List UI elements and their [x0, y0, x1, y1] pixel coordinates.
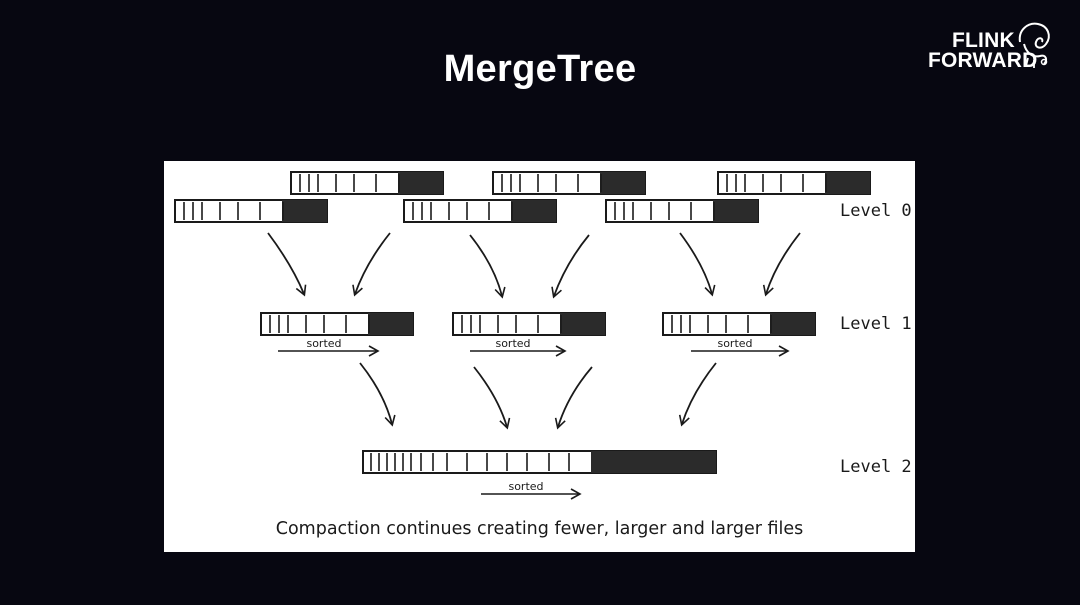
flow-arrow-3	[469, 234, 506, 299]
squirrel-icon	[1018, 22, 1050, 68]
flow-arrow-5	[679, 232, 716, 297]
diagram-canvas	[174, 171, 871, 500]
sorted-label-1: sorted	[306, 337, 342, 350]
level-0-file-1	[290, 171, 444, 195]
sorted-label-2: sorted	[495, 337, 531, 350]
flow-arrow-6	[762, 232, 801, 297]
flow-arrow-10	[678, 362, 717, 427]
level-0-file-6	[605, 199, 759, 223]
flow-arrow-2	[352, 232, 391, 297]
sorted-label-4: sorted	[508, 480, 544, 493]
flow-arrow-1	[267, 232, 307, 297]
level-0-label: Level 0	[840, 201, 912, 221]
logo-line-2: FORWARD	[928, 49, 1038, 72]
level-0-file-3	[717, 171, 871, 195]
logo-line-1: FLINK	[952, 29, 1015, 52]
level-1-file-1	[260, 312, 414, 336]
flow-arrow-8	[473, 366, 511, 430]
level-1-file-3	[662, 312, 816, 336]
level-0-file-4	[174, 199, 328, 223]
sorted-label-3: sorted	[717, 337, 753, 350]
diagram-caption: Compaction continues creating fewer, lar…	[275, 519, 804, 539]
level-1-label: Level 1	[840, 314, 912, 334]
flow-arrow-7	[359, 362, 396, 427]
mergetree-diagram: Level 0 Level 1 Level 2 sorted sorted so…	[164, 161, 915, 552]
level-0-file-5	[403, 199, 557, 223]
slide-title: MergeTree	[443, 48, 637, 90]
level-0-file-2	[492, 171, 646, 195]
level-2-file	[362, 450, 717, 474]
level-2-label: Level 2	[840, 457, 912, 477]
level-1-file-2	[452, 312, 606, 336]
flow-arrow-9	[554, 366, 593, 430]
flink-forward-logo: FLINK FORWARD	[928, 18, 1058, 74]
flow-arrow-4	[551, 234, 590, 299]
